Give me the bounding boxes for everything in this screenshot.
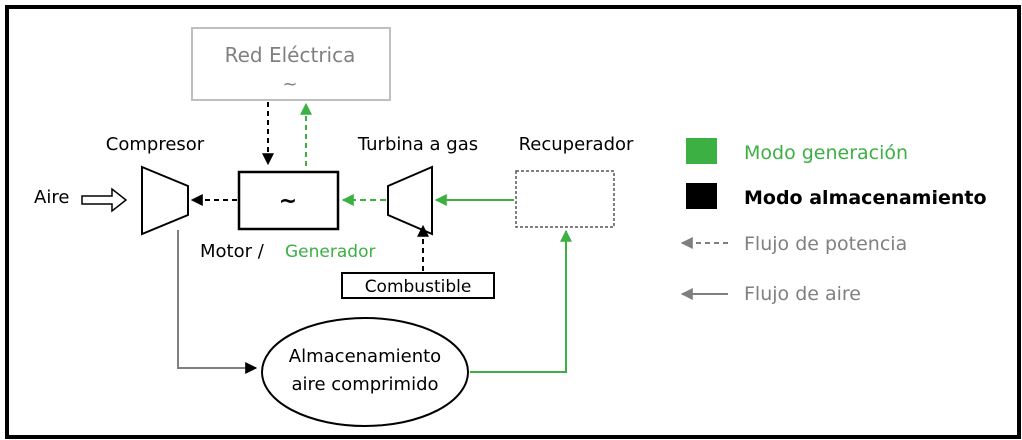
grid-symbol: ~ [282,74,297,95]
storage-label-line1: Almacenamiento [289,346,441,367]
grid-box [191,27,391,101]
storage-label-line2: aire comprimido [291,374,438,395]
air-in-label: Aire [34,187,69,208]
legend-generation-swatch [686,138,717,164]
grid-label: Red Eléctrica [225,43,356,67]
legend-storage-swatch [686,183,717,209]
storage-to-recuperator-arrow [470,229,572,373]
motor-generator-box [237,170,340,231]
legend-power-flow-label: Flujo de potencia [744,233,907,255]
compressor-shape [141,165,189,236]
storage-ellipse [261,317,469,427]
legend-storage-label: Modo almacenamiento [744,187,987,209]
fuel-box [341,272,495,299]
air-in-arrow [81,187,128,213]
motor-symbol: ~ [279,189,297,214]
fuel-label: Combustible [365,277,472,297]
compressor-to-storage-arrow [177,230,258,374]
generator-label: Generador [285,242,375,262]
turbine-label: Turbina a gas [357,134,478,155]
compressor-label: Compresor [106,134,205,155]
diagram-frame [5,5,1021,439]
legend-air-flow-label: Flujo de aire [744,283,861,305]
recuperator-box [515,170,615,228]
legend-generation-label: Modo generación [744,142,908,164]
motor-label: Motor / [200,241,265,262]
turbine-shape [387,165,433,236]
recuperator-label: Recuperador [519,134,634,155]
